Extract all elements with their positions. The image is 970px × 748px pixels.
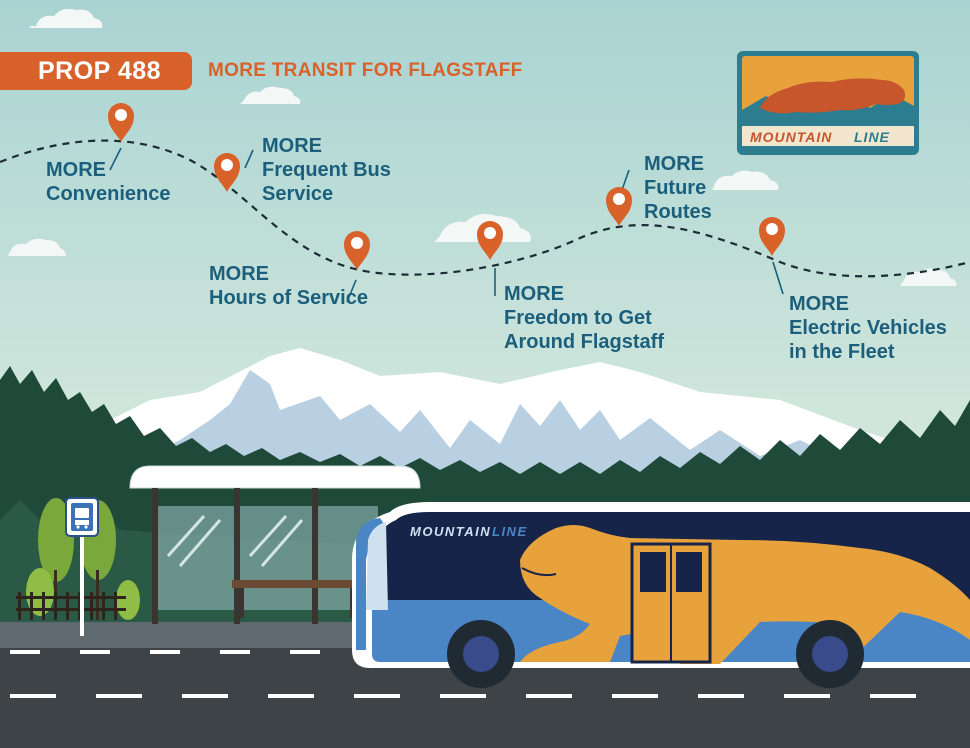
location-pin-icon [477, 221, 503, 260]
bench [232, 580, 362, 588]
lion-mouth [521, 567, 557, 577]
bus-windshield [366, 522, 388, 610]
leader-lines [109, 147, 784, 303]
cloud [712, 170, 779, 190]
lane-markings [10, 694, 916, 698]
bus-wheel [447, 620, 515, 688]
prop-badge-text: PROP 488 [38, 56, 162, 85]
mountain-shadow [120, 370, 860, 480]
location-pin-icon [344, 231, 370, 270]
benefit-freedom: MORE Freedom to Get Around Flagstaff [504, 283, 664, 353]
cloud [28, 8, 103, 28]
route-path [0, 139, 970, 278]
bus: MOUNTAIN LINE [352, 502, 970, 688]
bus-stop-sign [65, 497, 99, 636]
benefit-frequent-service: MORE Frequent Bus Service [262, 135, 391, 205]
mountain-line-logo: MOUNTAIN LINE [737, 51, 919, 155]
cloud [900, 268, 957, 286]
bus-logo-mountain: MOUNTAIN [410, 524, 491, 539]
logo-mountain: MOUNTAIN [750, 129, 832, 145]
bus-icon [75, 508, 89, 518]
bus-logo-line: LINE [492, 524, 528, 539]
tagline: MORE TRANSIT FOR FLAGSTAFF [208, 60, 523, 81]
clouds [8, 8, 957, 286]
location-pin-icon [214, 153, 240, 192]
logo-line: LINE [854, 129, 890, 145]
benefit-future-routes: MORE Future Routes [644, 153, 712, 223]
curb-markings [10, 650, 320, 654]
location-pins [108, 103, 785, 270]
logo-lion [760, 78, 906, 114]
benefit-electric-vehicles: MORE Electric Vehicles in the Fleet [789, 293, 947, 363]
bus-front-stripe [356, 518, 384, 650]
prop-badge: PROP 488 [0, 52, 192, 90]
cloud [240, 86, 301, 104]
cloud [8, 238, 66, 256]
location-pin-icon [606, 187, 632, 226]
location-pin-icon [759, 217, 785, 256]
bus-wheel [796, 620, 864, 688]
benefit-hours: MORE Hours of Service [209, 263, 368, 309]
fence [16, 592, 126, 620]
location-pin-icon [108, 103, 134, 142]
benefit-convenience: MORE Convenience [46, 159, 171, 205]
